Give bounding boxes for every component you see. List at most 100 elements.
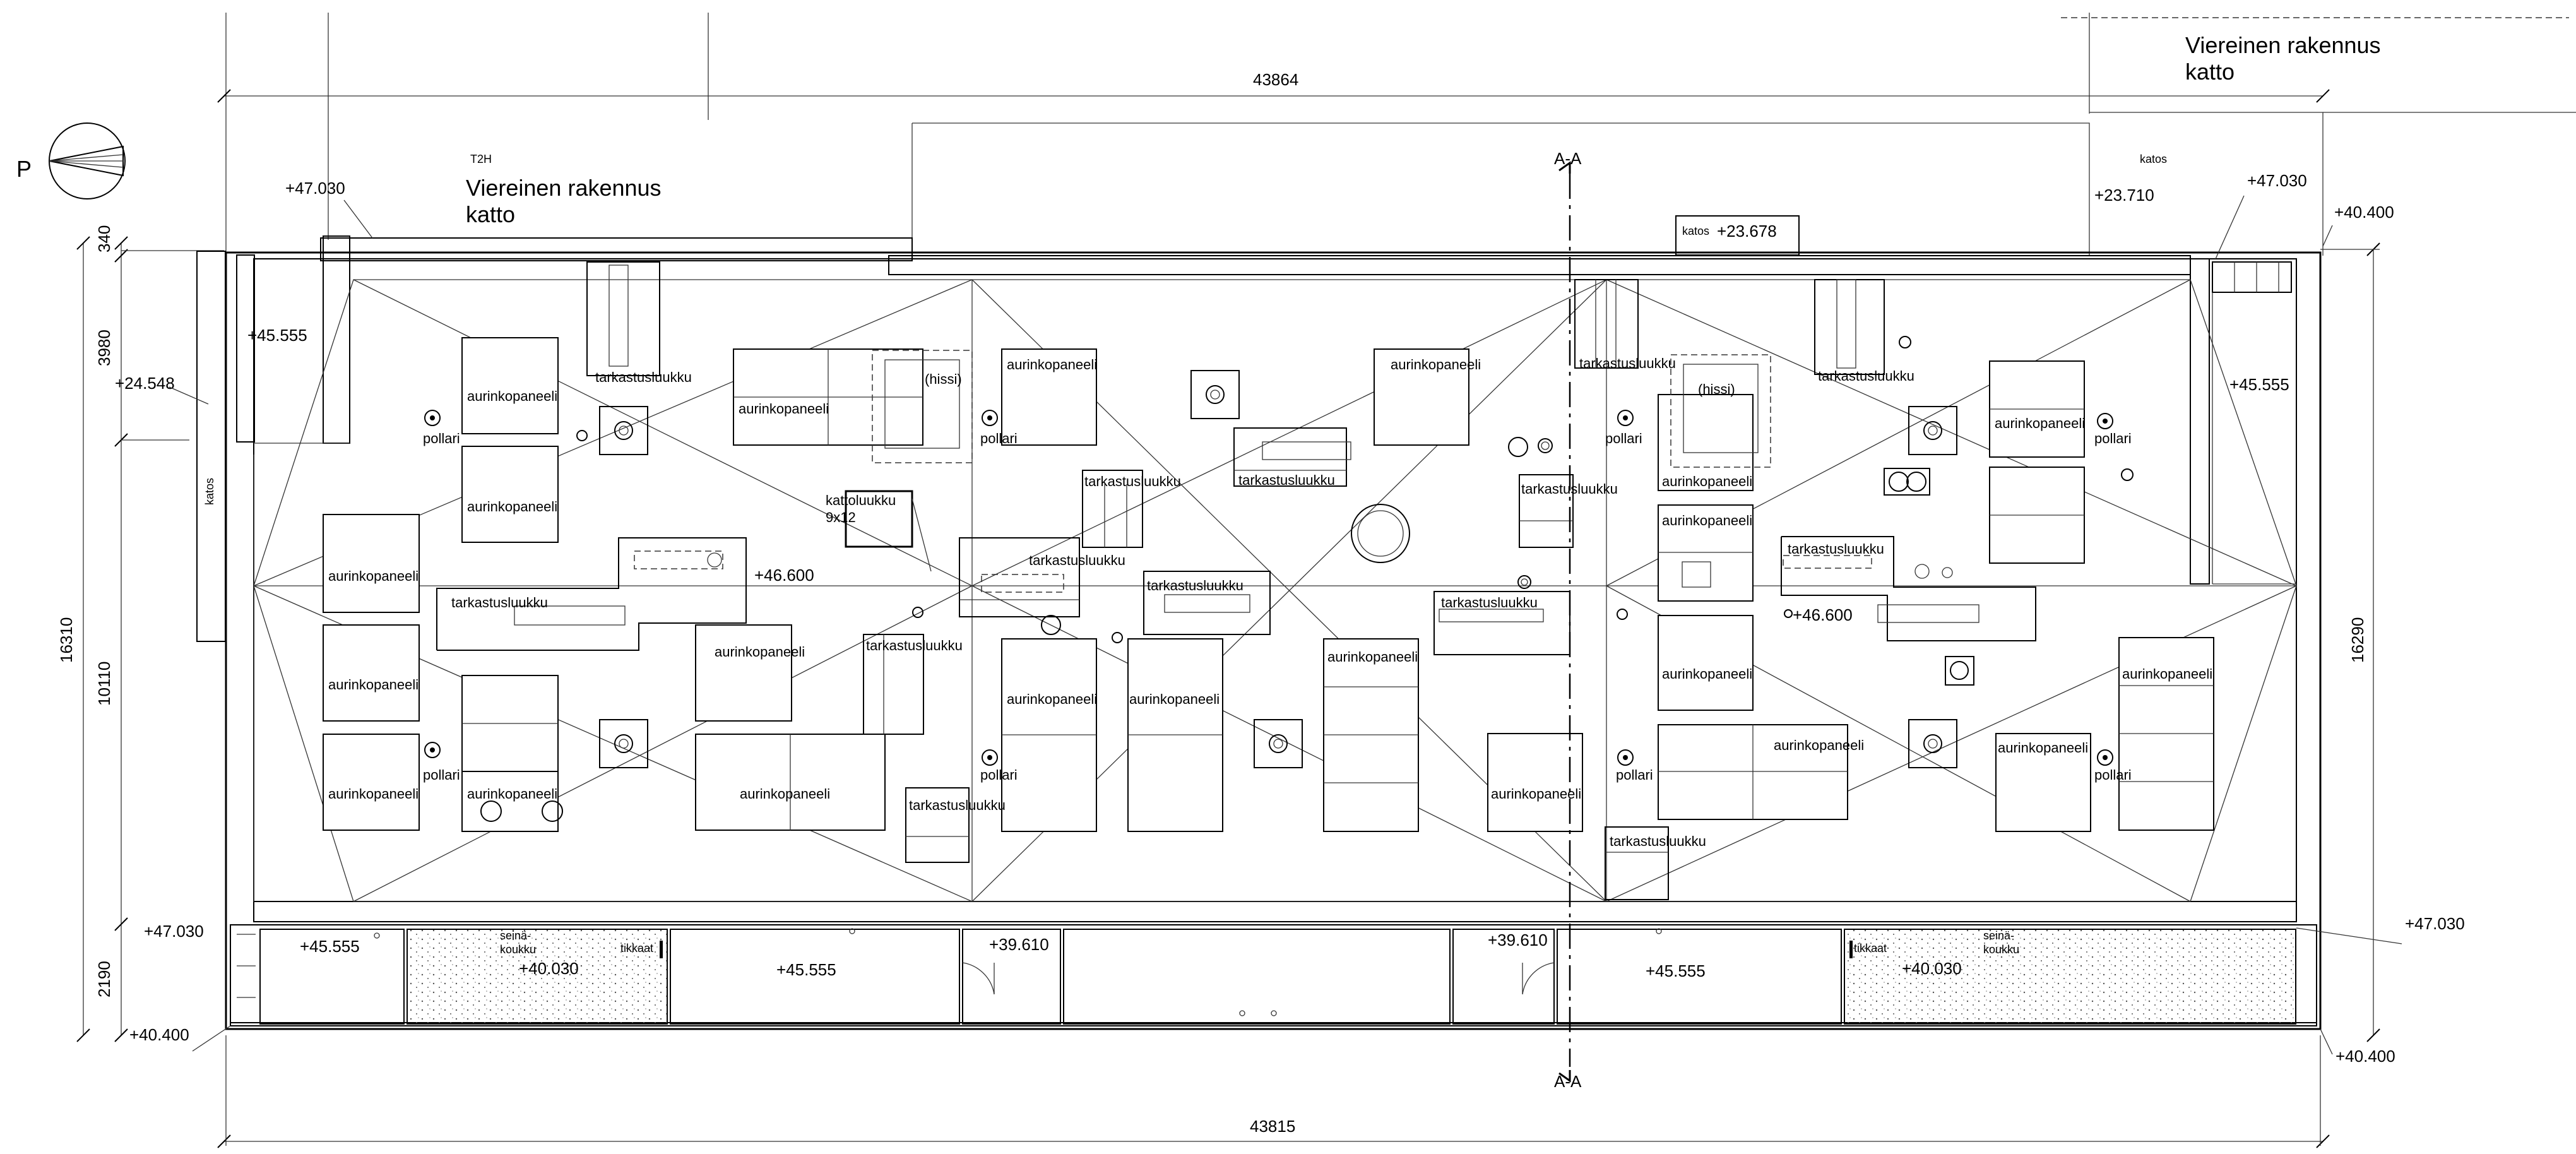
svg-text:koukku: koukku [1983, 943, 2019, 956]
neighbor-left-line2: katto [466, 201, 515, 227]
svg-text:aurinkopaneeli: aurinkopaneeli [1662, 513, 1752, 528]
svg-text:pollari: pollari [1616, 767, 1653, 783]
elevator: (hissi) [1670, 354, 1771, 468]
svg-text:tarkastusluukku: tarkastusluukku [1610, 833, 1706, 849]
solar-panel: aurinkopaneeli [1658, 724, 1864, 820]
bollards: pollari pollari pollari pollari pollari … [423, 410, 2132, 783]
svg-text:aurinkopaneeli: aurinkopaneeli [328, 786, 418, 802]
roof-drain [599, 406, 648, 455]
bollard-icon [1617, 749, 1634, 766]
canopy-level-left: +24.548 [115, 374, 175, 393]
solar-panel: aurinkopaneeli [733, 348, 923, 446]
bollard-icon [2097, 749, 2113, 766]
bollard-icon [2097, 413, 2113, 429]
solar-panel: aurinkopaneeli [1127, 638, 1223, 832]
solar-panel: aurinkopaneeli [1658, 394, 1754, 491]
svg-text:aurinkopaneeli: aurinkopaneeli [1391, 357, 1481, 372]
bollard-icon [982, 410, 998, 426]
left-total-dimension: 16310 [57, 617, 76, 663]
solar-panel: aurinkopaneeli [1374, 348, 1481, 446]
solar-panel: aurinkopaneeli [1323, 638, 1419, 832]
right-dimensions: 16290 [2320, 242, 2380, 1042]
svg-text:kattoluukku: kattoluukku [826, 492, 896, 508]
canopy-level-right: +23.710 [2094, 186, 2154, 205]
canopy-label-right: katos [2140, 153, 2167, 165]
bollard-icon [424, 742, 441, 758]
level-stair-right: +39.610 [1488, 931, 1548, 949]
solar-panel: aurinkopaneeli [461, 337, 559, 434]
inspection-hatch: tarkastusluukku [1574, 279, 1676, 371]
left-dim-340: 340 [95, 225, 114, 253]
inspection-hatch: tarkastusluukku [586, 261, 692, 385]
svg-text:pollari: pollari [423, 431, 460, 446]
inspection-hatch: tarkastusluukku [1814, 279, 1914, 384]
level-gravel-left: +40.030 [519, 959, 579, 978]
level-terrace-left: +45.555 [247, 326, 307, 345]
svg-text:tarkastusluukku: tarkastusluukku [1579, 355, 1676, 371]
inspection-hatch: tarkastusluukku [905, 787, 1006, 863]
wall-hooks-ladders: seinä- koukku tikkaat seinä- koukku tikk… [500, 929, 2019, 956]
inspection-hatches: tarkastusluukku tarkastusluukku tarkastu… [436, 261, 2036, 900]
north-arrow: P [16, 122, 126, 199]
solar-panel: aurinkopaneeli [461, 446, 559, 543]
solar-panel: aurinkopaneeli [1001, 638, 1097, 832]
level-roof-edge-bottom-right: +47.030 [2405, 914, 2465, 933]
solar-panel: aurinkopaneeli [1658, 504, 1754, 602]
neighbor-left-line1: Viereinen rakennus [466, 175, 662, 201]
inspection-hatch: tarkastusluukku [436, 537, 747, 651]
solar-panel [461, 675, 559, 772]
left-dim-3980: 3980 [95, 330, 114, 366]
svg-text:aurinkopaneeli: aurinkopaneeli [1007, 691, 1097, 707]
svg-text:tarkastusluukku: tarkastusluukku [1441, 595, 1538, 610]
solar-panel: aurinkopaneeli [323, 734, 420, 831]
solar-panel: aurinkopaneeli [1001, 348, 1097, 446]
svg-text:koukku: koukku [500, 943, 536, 956]
neighbor-right-line2: katto [2185, 59, 2235, 85]
svg-text:tikkaat: tikkaat [1854, 942, 1887, 955]
level-bottom-left: +40.400 [129, 1025, 189, 1044]
inspection-hatch: tarkastusluukku [863, 634, 963, 735]
level-roof-edge-top-left: +47.030 [285, 179, 345, 198]
section-label-bottom: A-A [1554, 1072, 1582, 1091]
inspection-hatch: tarkastusluukku [1143, 571, 1271, 635]
neighbor-building-outlines [225, 13, 2576, 259]
roof-drain [1190, 370, 1240, 419]
svg-text:tarkastusluukku: tarkastusluukku [866, 638, 963, 653]
svg-text:aurinkopaneeli: aurinkopaneeli [1129, 691, 1220, 707]
roof-drain [1908, 406, 1957, 455]
svg-text:pollari: pollari [1605, 431, 1642, 446]
svg-text:pollari: pollari [980, 767, 1018, 783]
level-right-top: +40.400 [2334, 203, 2394, 222]
roof-drains [599, 370, 1957, 768]
svg-text:tarkastusluukku: tarkastusluukku [1084, 473, 1181, 489]
solar-panel: aurinkopaneeli [461, 771, 559, 832]
neighbor-tag: T2H [470, 153, 492, 165]
svg-text:seinä-: seinä- [500, 929, 531, 942]
canopy-label-top: katos [1682, 225, 1709, 237]
svg-text:aurinkopaneeli: aurinkopaneeli [1491, 786, 1581, 802]
solar-panel: aurinkopaneeli [695, 624, 805, 722]
svg-text:aurinkopaneeli: aurinkopaneeli [740, 786, 830, 802]
inspection-hatch: tarkastusluukku [1433, 591, 1570, 655]
solar-panel: aurinkopaneeli [1487, 733, 1583, 832]
solar-panel: aurinkopaneeli [323, 514, 420, 613]
svg-text:aurinkopaneeli: aurinkopaneeli [739, 401, 829, 417]
north-arrow-label: P [16, 156, 32, 182]
top-dimension-value: 43864 [1253, 70, 1298, 89]
solar-panels: aurinkopaneeli aurinkopaneeli aurinkopan… [323, 337, 2214, 832]
svg-text:tarkastusluukku: tarkastusluukku [1818, 368, 1914, 384]
svg-text:tarkastusluukku: tarkastusluukku [595, 369, 692, 385]
svg-text:aurinkopaneeli: aurinkopaneeli [1007, 357, 1097, 372]
roof-drain [1254, 719, 1303, 768]
svg-text:aurinkopaneeli: aurinkopaneeli [328, 568, 418, 584]
level-terrace-right: +45.555 [2229, 375, 2289, 394]
svg-text:9x12: 9x12 [826, 509, 856, 525]
solar-panel: aurinkopaneeli [1989, 360, 2085, 458]
svg-text:tarkastusluukku: tarkastusluukku [451, 595, 548, 610]
solar-panel: aurinkopaneeli [1658, 615, 1754, 711]
svg-text:aurinkopaneeli: aurinkopaneeli [1998, 740, 2088, 756]
svg-text:tarkastusluukku: tarkastusluukku [1147, 578, 1243, 593]
bollard-icon [982, 749, 998, 766]
solar-panel [1989, 467, 2085, 564]
